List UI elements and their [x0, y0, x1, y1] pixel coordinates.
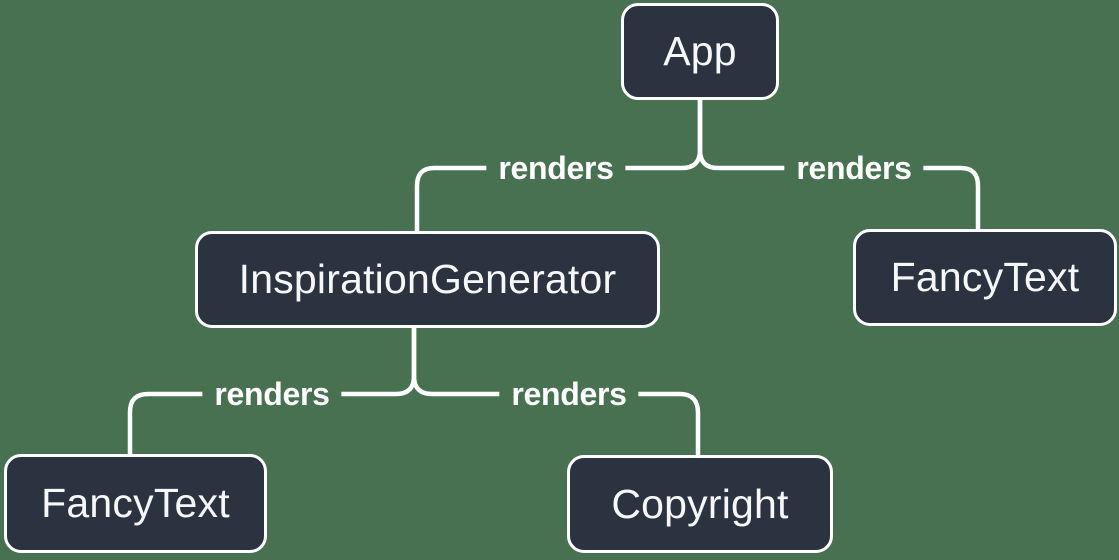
node-app-label: App: [663, 28, 737, 74]
edge-label-renders-inspiration-generator-copyright: renders: [499, 374, 639, 414]
edge-label-renders-app-fancy-text: renders: [784, 148, 924, 188]
node-copyright: Copyright: [567, 455, 833, 553]
node-fancy-text-bottom-label: FancyText: [41, 480, 230, 526]
edge-label-renders-inspiration-generator-fancy-text: renders: [202, 374, 342, 414]
node-app: App: [621, 3, 779, 100]
node-copyright-label: Copyright: [611, 480, 789, 527]
node-fancy-text-bottom: FancyText: [4, 454, 267, 553]
node-fancy-text-top: FancyText: [853, 229, 1117, 326]
edge-label-renders-app-inspiration-generator: renders: [486, 148, 626, 188]
node-fancy-text-top-label: FancyText: [890, 254, 1080, 300]
node-inspiration-generator-label: InspirationGenerator: [238, 256, 617, 302]
node-inspiration-generator: InspirationGenerator: [195, 231, 660, 328]
